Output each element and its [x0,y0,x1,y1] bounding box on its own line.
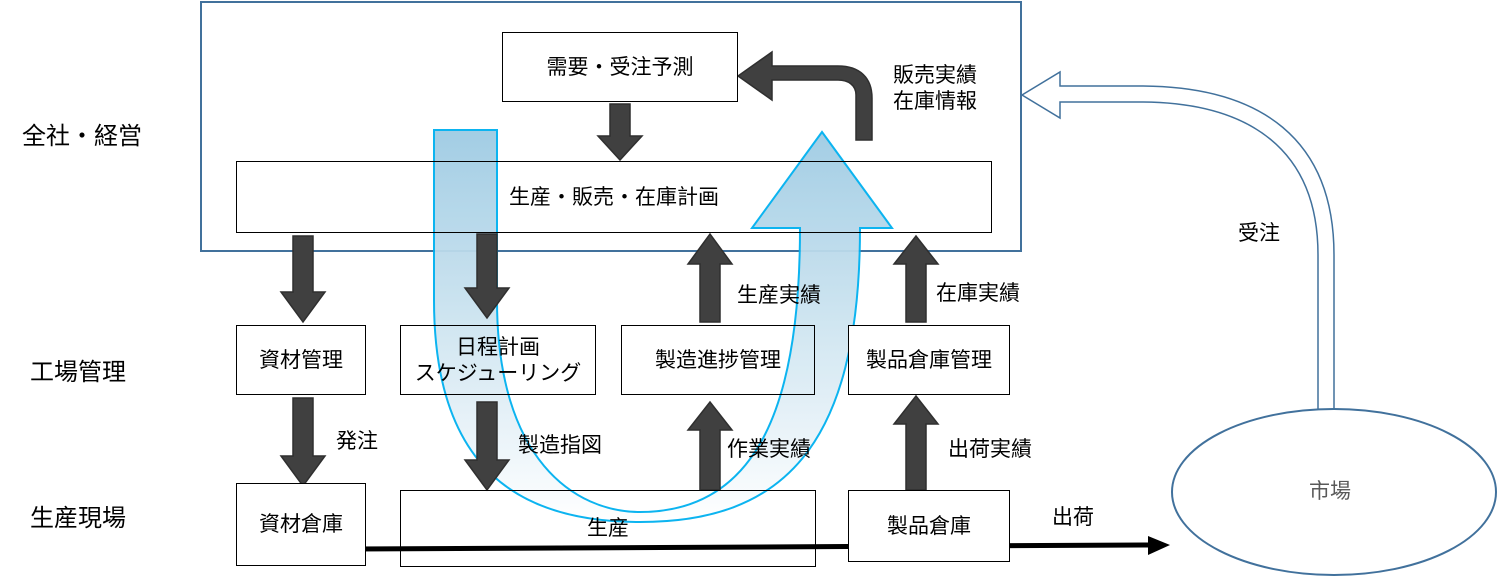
shipment-results-label: 出荷実績 [948,437,1032,461]
arrow-production-to-progress [686,400,734,491]
arrow-schedule-to-production [463,401,511,492]
level-shopfloor: 生産現場 [30,504,126,532]
scheduling-box[interactable]: 日程計画 スケジューリング [400,325,596,395]
shipment-label: 出荷 [1052,505,1094,529]
work-results-label: 作業実績 [727,437,811,461]
production-box[interactable]: 生産 [400,490,816,567]
sales-results-line2: 在庫情報 [893,89,977,114]
arrow-material-to-warehouse [279,397,327,488]
market-ellipse[interactable] [1171,408,1497,576]
arrow-progress-to-plan [686,232,734,323]
manufacturing-instruction-label: 製造指図 [518,433,602,457]
arrow-productwh-to-plan [892,234,940,323]
material-warehouse-box[interactable]: 資材倉庫 [236,483,366,566]
level-corporate: 全社・経営 [22,122,142,150]
order-received-label: 受注 [1238,221,1280,245]
scheduling-line2: スケジューリング [414,361,582,385]
material-mgmt-box[interactable]: 資材管理 [236,325,366,395]
arrow-productwh-to-mgmt [892,394,940,491]
production-results-label: 生産実績 [737,283,821,307]
sales-results-label: 販売実績 在庫情報 [893,62,977,115]
progress-mgmt-box[interactable]: 製造進捗管理 [621,325,815,395]
corporate-frame [200,1,1022,252]
shipment-arrow [351,536,1170,555]
down-arrows [279,103,644,492]
arrow-forecast-to-plan [596,103,644,162]
product-wh-mgmt-box[interactable]: 製品倉庫管理 [848,325,1010,395]
psi-plan-box[interactable]: 生産・販売・在庫計画 [236,161,992,233]
product-warehouse-box[interactable]: 製品倉庫 [848,490,1010,562]
planning-cycle-arrow [433,129,894,524]
market-label: 市場 [1309,479,1351,503]
arrow-plan-to-material [279,235,327,324]
sales-results-line1: 販売実績 [893,63,977,87]
sales-results-curved-arrow [736,50,873,141]
level-factory: 工場管理 [30,358,126,386]
demand-forecast-box[interactable]: 需要・受注予測 [502,32,738,102]
purchase-order-label: 発注 [336,429,378,453]
inventory-results-label: 在庫実績 [936,281,1020,305]
arrow-plan-to-schedule [463,233,511,320]
up-arrows [686,232,940,491]
scheduling-line1: 日程計画 [456,334,540,359]
order-hollow-arrow [1020,70,1335,413]
